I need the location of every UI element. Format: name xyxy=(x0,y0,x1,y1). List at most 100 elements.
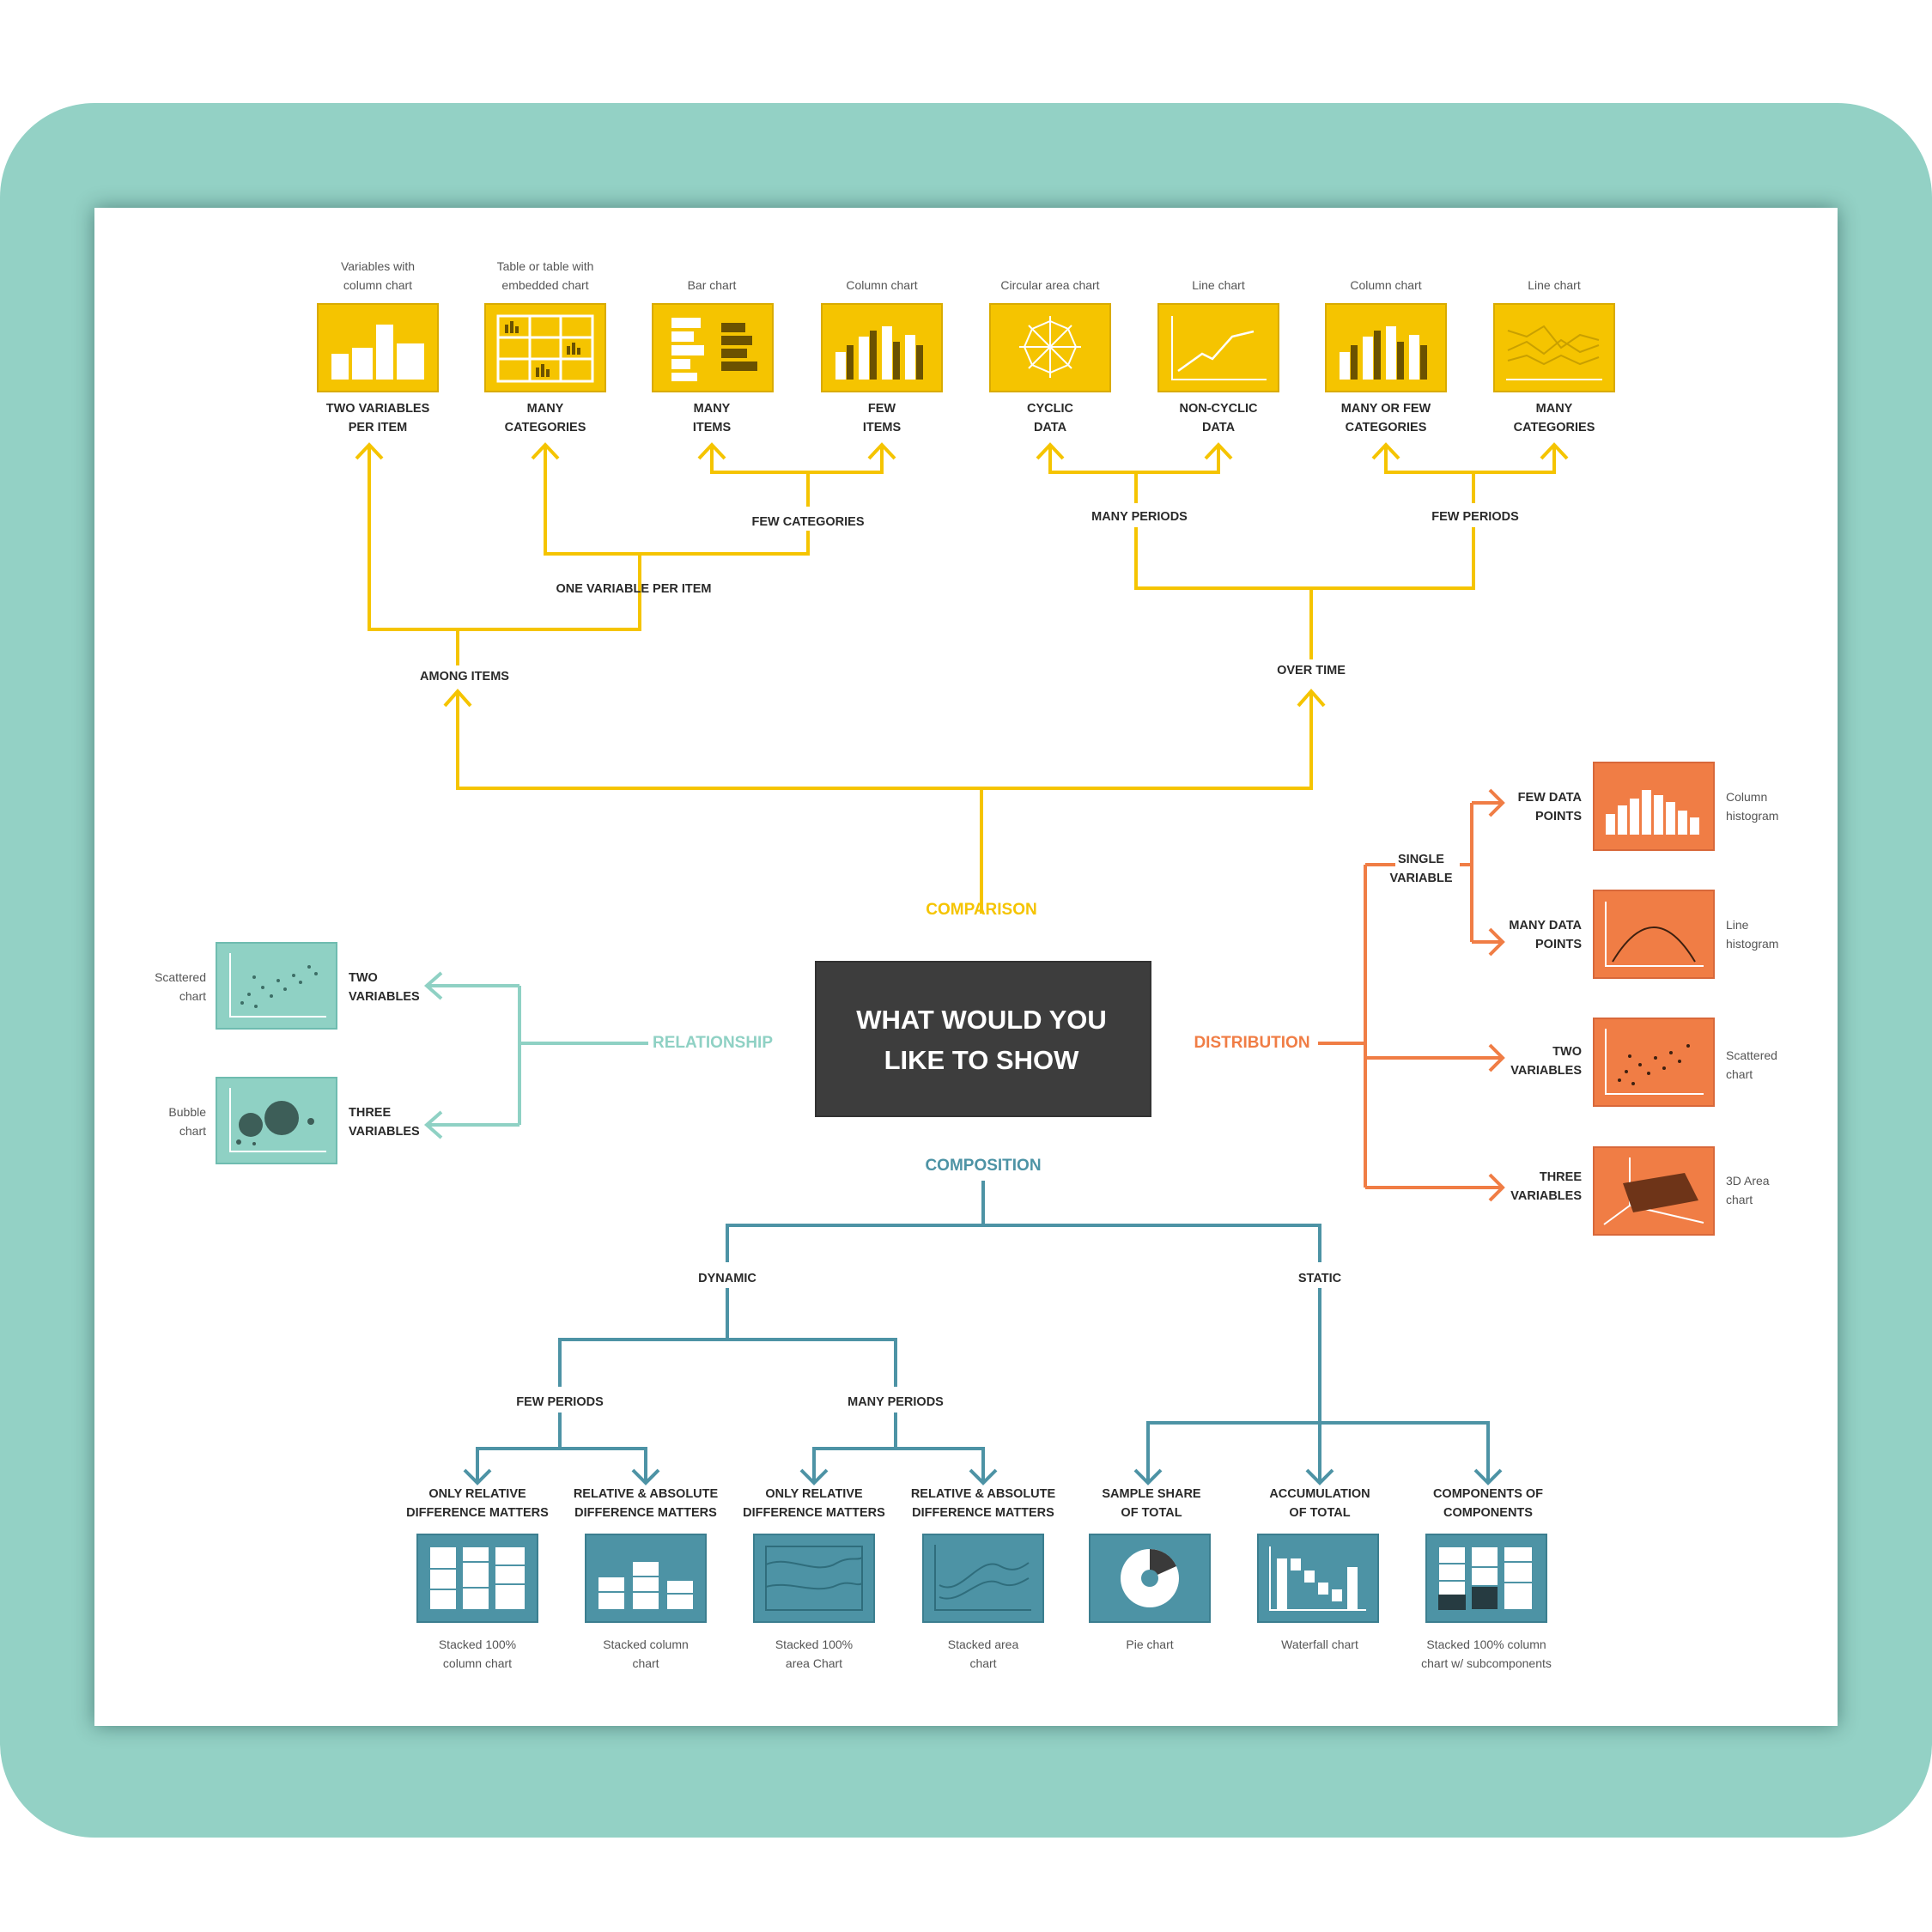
distribution-card: MANY DATA POINTS Line histogram xyxy=(1509,890,1778,979)
chart-tag: PER ITEM xyxy=(349,421,407,434)
chart-caption: histogram xyxy=(1726,809,1778,823)
chart-tag: TWO VARIABLES xyxy=(326,402,430,416)
chart-caption: Bubble xyxy=(168,1105,206,1119)
chart-caption: Stacked 100% xyxy=(775,1637,853,1651)
scatter-chart-icon xyxy=(1593,1018,1715,1107)
composition-card: SAMPLE SHARE OF TOTAL Pie chart xyxy=(1089,1487,1211,1651)
label-many-periods: MANY PERIODS xyxy=(848,1395,944,1409)
chart-tag: ONLY RELATIVE xyxy=(765,1487,863,1501)
chart-tag: RELATIVE & ABSOLUTE xyxy=(574,1487,719,1501)
chart-caption: Bar chart xyxy=(688,278,737,292)
variable-width-column-icon xyxy=(317,303,439,392)
chart-tag: MANY DATA xyxy=(1509,919,1582,933)
chart-tag: OF TOTAL xyxy=(1121,1506,1182,1520)
chart-tag: DIFFERENCE MATTERS xyxy=(574,1506,717,1520)
label-many-periods: MANY PERIODS xyxy=(1091,510,1188,524)
chart-tag: ITEMS xyxy=(863,421,902,434)
chart-tag: MANY xyxy=(694,402,731,416)
label-few-periods: FEW PERIODS xyxy=(1431,510,1519,524)
comparison-card: Circular area chart CYCLIC DATA xyxy=(989,278,1111,434)
comparison-card: Line chart MANY CATEGORIES xyxy=(1493,278,1615,434)
chart-tag: TWO xyxy=(349,971,378,985)
label-single-variable: SINGLE xyxy=(1398,853,1444,866)
bar-chart-icon xyxy=(652,303,774,392)
relationship-cards: Scattered chart TWO VARIABLES Bubble cha… xyxy=(155,942,420,1164)
chart-tag: CATEGORIES xyxy=(1514,421,1595,434)
composition-cards: ONLY RELATIVE DIFFERENCE MATTERS Stacked… xyxy=(406,1487,1552,1670)
scatter-chart-icon xyxy=(216,942,337,1030)
chart-caption: Waterfall chart xyxy=(1281,1637,1358,1651)
stacked-area-icon xyxy=(922,1534,1044,1623)
chart-tag: VARIABLES xyxy=(349,1125,420,1139)
center-title-line2: LIKE TO SHOW xyxy=(884,1045,1080,1075)
stacked-subcomponents-icon xyxy=(1425,1534,1547,1623)
chart-tag: ITEMS xyxy=(693,421,732,434)
chart-caption: Stacked 100% xyxy=(439,1637,516,1651)
label-static: STATIC xyxy=(1298,1272,1342,1285)
label-few-periods: FEW PERIODS xyxy=(516,1395,604,1409)
label-few-categories: FEW CATEGORIES xyxy=(751,515,864,529)
label-one-variable-per-item: ONE VARIABLE PER ITEM xyxy=(556,582,712,596)
center-box: WHAT WOULD YOU LIKE TO SHOW xyxy=(815,961,1151,1117)
comparison-card: Line chart NON-CYCLIC DATA xyxy=(1157,278,1279,434)
composition-card: RELATIVE & ABSOLUTE DIFFERENCE MATTERS S… xyxy=(911,1487,1056,1670)
chart-caption: Pie chart xyxy=(1126,1637,1173,1651)
comparison-card: Table or table with embedded chart MANY … xyxy=(484,259,606,434)
chart-caption: chart xyxy=(969,1656,996,1670)
bubble-chart-icon xyxy=(216,1077,337,1164)
chart-caption: chart xyxy=(1726,1193,1753,1206)
chart-caption: 3D Area xyxy=(1726,1174,1770,1188)
chart-tag: MANY xyxy=(527,402,564,416)
composition-card: COMPONENTS OF COMPONENTS Stacked 100% co… xyxy=(1421,1487,1552,1670)
chart-caption: column chart xyxy=(443,1656,512,1670)
line-chart-icon xyxy=(1157,303,1279,392)
chart-caption: Stacked area xyxy=(948,1637,1019,1651)
comparison-card: Bar chart MANY ITEMS xyxy=(652,278,774,434)
distribution-card: FEW DATA POINTS Column histogram xyxy=(1518,762,1778,851)
relationship-card: Bubble chart THREE VARIABLES xyxy=(168,1077,420,1164)
composition-connectors xyxy=(463,1181,1503,1485)
chart-tag: TWO xyxy=(1552,1045,1582,1059)
category-relationship: RELATIONSHIP xyxy=(653,1034,773,1052)
chart-tag: THREE xyxy=(1540,1170,1582,1184)
relationship-card: Scattered chart TWO VARIABLES xyxy=(155,942,420,1030)
chart-tag: POINTS xyxy=(1535,938,1582,951)
chart-caption: Stacked column xyxy=(603,1637,689,1651)
composition-card: ONLY RELATIVE DIFFERENCE MATTERS Stacked… xyxy=(406,1487,549,1670)
chart-caption: Line chart xyxy=(1528,278,1581,292)
chart-tag: POINTS xyxy=(1535,810,1582,823)
chart-tag: RELATIVE & ABSOLUTE xyxy=(911,1487,1056,1501)
pie-chart-icon xyxy=(1089,1534,1211,1623)
multi-line-chart-icon xyxy=(1493,303,1615,392)
stacked-100-column-icon xyxy=(416,1534,538,1623)
chart-caption: Scattered xyxy=(1726,1048,1777,1062)
chart-tag: FEW DATA xyxy=(1518,791,1583,805)
chart-tag: VARIABLES xyxy=(1510,1064,1582,1078)
chart-tag: NON-CYCLIC xyxy=(1179,402,1258,416)
column-chart-icon xyxy=(821,303,943,392)
chart-caption: chart xyxy=(179,1124,206,1138)
line-histogram-icon xyxy=(1593,890,1715,979)
chart-tag: THREE xyxy=(349,1106,391,1120)
chart-tag: VARIABLES xyxy=(349,990,420,1004)
chart-caption: Column chart xyxy=(1350,278,1421,292)
chart-tag: DATA xyxy=(1034,421,1067,434)
chart-tag: FEW xyxy=(868,402,896,416)
chart-tag: ACCUMULATION xyxy=(1269,1487,1370,1501)
chart-tag: DATA xyxy=(1202,421,1236,434)
composition-card: ACCUMULATION OF TOTAL Waterfall chart xyxy=(1257,1487,1379,1651)
chart-tag: OF TOTAL xyxy=(1289,1506,1350,1520)
chart-tag: DIFFERENCE MATTERS xyxy=(912,1506,1054,1520)
center-title-line1: WHAT WOULD YOU xyxy=(856,1005,1107,1035)
chart-caption: chart xyxy=(179,989,206,1003)
chart-tag: COMPONENTS xyxy=(1443,1506,1533,1520)
label-among-items: AMONG ITEMS xyxy=(420,670,509,683)
comparison-card: Column chart MANY OR FEW CATEGORIES xyxy=(1325,278,1447,434)
composition-card: RELATIVE & ABSOLUTE DIFFERENCE MATTERS S… xyxy=(574,1487,719,1670)
comparison-connectors xyxy=(355,442,1569,914)
chart-tag: COMPONENTS OF xyxy=(1433,1487,1543,1501)
chart-caption: Table or table with xyxy=(497,259,594,273)
chart-tag: MANY xyxy=(1536,402,1573,416)
chart-caption: Column xyxy=(1726,790,1767,804)
